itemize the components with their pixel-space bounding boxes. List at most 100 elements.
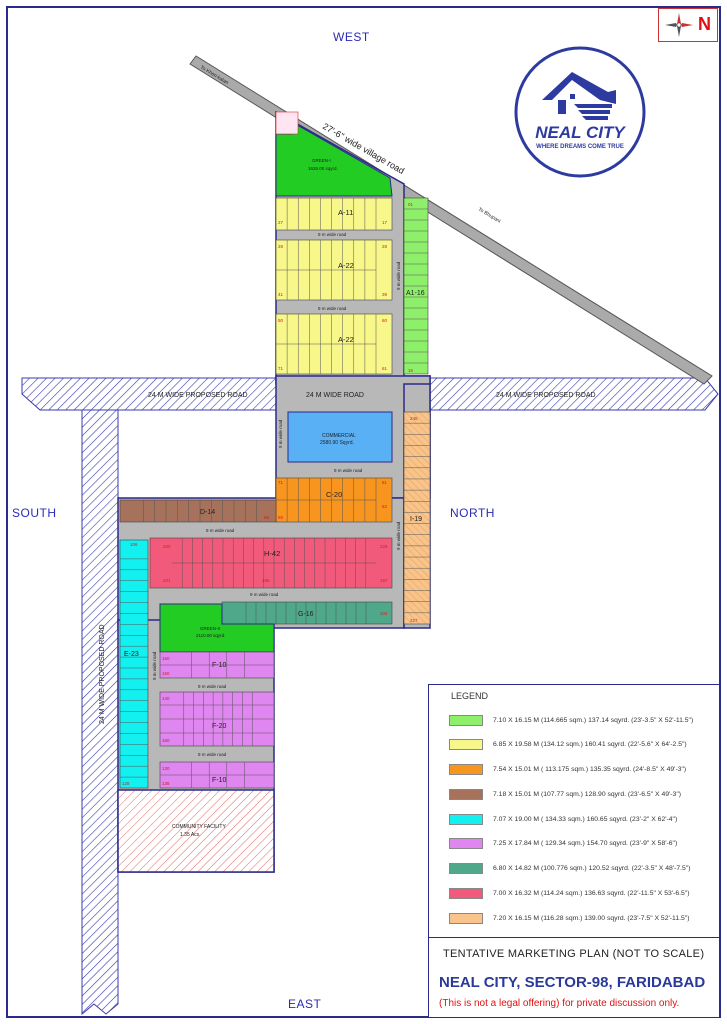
plot-number: 71 bbox=[278, 366, 284, 371]
legend-swatch bbox=[449, 888, 483, 899]
legend-text: 7.07 X 19.00 M ( 134.33 sqm.) 160.65 sqy… bbox=[493, 816, 678, 823]
block-h42-label: H-42 bbox=[264, 549, 280, 558]
green1-label: GREEN-I bbox=[312, 158, 331, 163]
legend-swatch bbox=[449, 913, 483, 924]
legend-text: 7.18 X 15.01 M (107.77 sqm.) 128.90 sqyr… bbox=[493, 791, 682, 798]
direction-east: EAST bbox=[288, 997, 322, 1011]
block-g16-label: G-16 bbox=[298, 611, 314, 618]
legend-item: 7.07 X 19.00 M ( 134.33 sqm.) 160.65 sqy… bbox=[449, 814, 719, 826]
legend-title: LEGEND bbox=[451, 691, 489, 701]
plot-number: 62 bbox=[382, 504, 388, 509]
direction-north: NORTH bbox=[450, 506, 495, 520]
legend-text: 7.54 X 15.01 M ( 113.175 sqm.) 135.35 sq… bbox=[493, 766, 687, 773]
plot-number: 228 bbox=[380, 544, 388, 549]
legend-swatch bbox=[449, 764, 483, 775]
to-bhupani-label: To Bhupani bbox=[477, 207, 502, 225]
proposed-road-vertical-label: 24 M WIDE PROPOSED ROAD bbox=[99, 624, 106, 724]
green2-area: 2110.00 sqyrd. bbox=[196, 633, 225, 638]
direction-west: WEST bbox=[333, 30, 370, 44]
road-9m-label-1: 9 m wide road bbox=[318, 232, 347, 237]
road-9m-label-vertical-3: 9 m wide road bbox=[396, 521, 401, 550]
road-9m-label-vertical-2: 9 m wide road bbox=[278, 419, 283, 448]
project-location: , SECTOR-98, FARIDABAD bbox=[516, 974, 706, 991]
block-i19 bbox=[403, 411, 431, 625]
legend-swatch bbox=[449, 789, 483, 800]
plot-number: 106 bbox=[130, 542, 138, 547]
plot-number: 187 bbox=[380, 578, 388, 583]
neal-city-logo: NEAL CITY WHERE DREAMS COME TRUE bbox=[514, 46, 646, 178]
logo-brand: NEAL CITY bbox=[535, 123, 626, 142]
plot-number: 81 bbox=[382, 480, 388, 485]
road-9m-label-5: 9 m wide road bbox=[250, 592, 279, 597]
legend-item: 7.25 X 17.84 M ( 129.34 sqm.) 154.70 sqy… bbox=[449, 838, 719, 850]
compass-north-letter: N bbox=[698, 14, 711, 34]
road-9m-label-6: 9 m wide road bbox=[198, 684, 227, 689]
block-a22-first-label: A-22 bbox=[338, 261, 354, 270]
legend-swatch bbox=[449, 715, 483, 726]
plot-number: 130 bbox=[162, 766, 170, 771]
plot-number: 39 bbox=[382, 292, 388, 297]
main-road-label: 24 M WIDE ROAD bbox=[306, 392, 364, 399]
plot-number: 16 bbox=[408, 368, 414, 373]
legend-text: 6.85 X 19.58 M (134.12 sqm.) 160.41 sqyr… bbox=[493, 741, 687, 748]
community-facility-area: 1.35 Acs. bbox=[180, 832, 201, 838]
road-9m-label-3: 9 m wide road bbox=[334, 468, 363, 473]
legend-item: 7.54 X 15.01 M ( 113.175 sqm.) 135.35 sq… bbox=[449, 764, 719, 776]
proposed-road-vertical bbox=[81, 409, 119, 1016]
plot-number: 140 bbox=[162, 696, 170, 701]
legend-text: 7.20 X 16.15 M (116.28 sqm.) 139.00 sqyr… bbox=[493, 915, 690, 922]
block-d14-label: D-14 bbox=[200, 509, 215, 516]
plot-number: 17 bbox=[382, 220, 388, 225]
house-icon bbox=[542, 72, 616, 120]
block-a22-second-label: A-22 bbox=[338, 335, 354, 344]
plot-number: 27 bbox=[278, 220, 284, 225]
block-f20-label: F-20 bbox=[212, 723, 227, 730]
legend-item: 7.18 X 15.01 M (107.77 sqm.) 128.90 sqyr… bbox=[449, 789, 719, 801]
plot-number: 28 bbox=[278, 244, 284, 249]
block-c20-label: C-20 bbox=[326, 490, 342, 499]
plot-number: 128 bbox=[122, 781, 130, 786]
proposed-road-right-label: 24 M WIDE PROPOSED ROAD bbox=[496, 392, 596, 399]
legend-item: 7.00 X 16.32 M (114.24 sqm.) 136.63 sqyr… bbox=[449, 888, 719, 900]
plot-number: 28 bbox=[382, 244, 388, 249]
plot-number: 61 bbox=[382, 366, 388, 371]
plot-number: 60 bbox=[278, 515, 284, 520]
compass-rose-icon bbox=[665, 13, 693, 37]
block-e23-label: E-23 bbox=[124, 651, 139, 658]
community-facility bbox=[117, 789, 275, 873]
road-9m-label-4: 9 m wide road bbox=[206, 528, 235, 533]
plot-number: 201 bbox=[163, 578, 171, 583]
legend-text: 7.00 X 16.32 M (114.24 sqm.) 136.63 sqyr… bbox=[493, 890, 690, 897]
green1-notch bbox=[275, 111, 299, 135]
legend-swatch bbox=[449, 814, 483, 825]
plot-number: 186 bbox=[262, 578, 270, 583]
plot-number: 150 bbox=[162, 656, 170, 661]
legend-text: 6.80 X 14.82 M (100.776 sqm.) 120.52 sqy… bbox=[493, 865, 691, 872]
plot-number: 104 bbox=[380, 611, 388, 616]
legend-text: 7.10 X 16.15 M (114.665 sqm.) 137.14 sqy… bbox=[493, 717, 694, 724]
logo-tagline: WHERE DREAMS COME TRUE bbox=[536, 144, 624, 150]
road-9m-label-2: 9 m wide road bbox=[318, 306, 347, 311]
community-facility-label: COMMUNITY FACILITY bbox=[172, 824, 226, 830]
block-d14 bbox=[119, 499, 277, 523]
commercial-label: COMMERCIAL bbox=[322, 433, 356, 439]
tentative-plan-title: TENTATIVE MARKETING PLAN (NOT TO SCALE) bbox=[443, 948, 705, 960]
plot-number: 71 bbox=[278, 480, 284, 485]
legend-item: 7.10 X 16.15 M (114.665 sqm.) 137.14 sqy… bbox=[449, 715, 719, 727]
disclaimer: (This is not a legal offering) for priva… bbox=[439, 998, 680, 1009]
title-block: TENTATIVE MARKETING PLAN (NOT TO SCALE) … bbox=[428, 938, 720, 1018]
plot-number: 150 bbox=[162, 671, 170, 676]
block-i19-label: I-19 bbox=[410, 516, 422, 523]
plot-number: 60 bbox=[382, 318, 388, 323]
legend-item: 6.80 X 14.82 M (100.776 sqm.) 120.52 sqy… bbox=[449, 863, 719, 875]
commercial-area: 2580.90 Sqyrd. bbox=[320, 440, 354, 446]
block-a11 bbox=[275, 197, 393, 231]
green2-label: GREEN-II bbox=[200, 626, 220, 631]
green1-area: 1626.00 sqyrd. bbox=[308, 166, 338, 171]
road-9m-label-7: 9 m wide road bbox=[198, 752, 227, 757]
block-e23 bbox=[119, 539, 149, 789]
plot-number: 01 bbox=[408, 202, 414, 207]
legend-panel: LEGEND 7.10 X 16.15 M (114.665 sqm.) 137… bbox=[428, 684, 720, 938]
compass: N bbox=[658, 8, 718, 42]
block-a11-label: A-11 bbox=[338, 208, 353, 217]
